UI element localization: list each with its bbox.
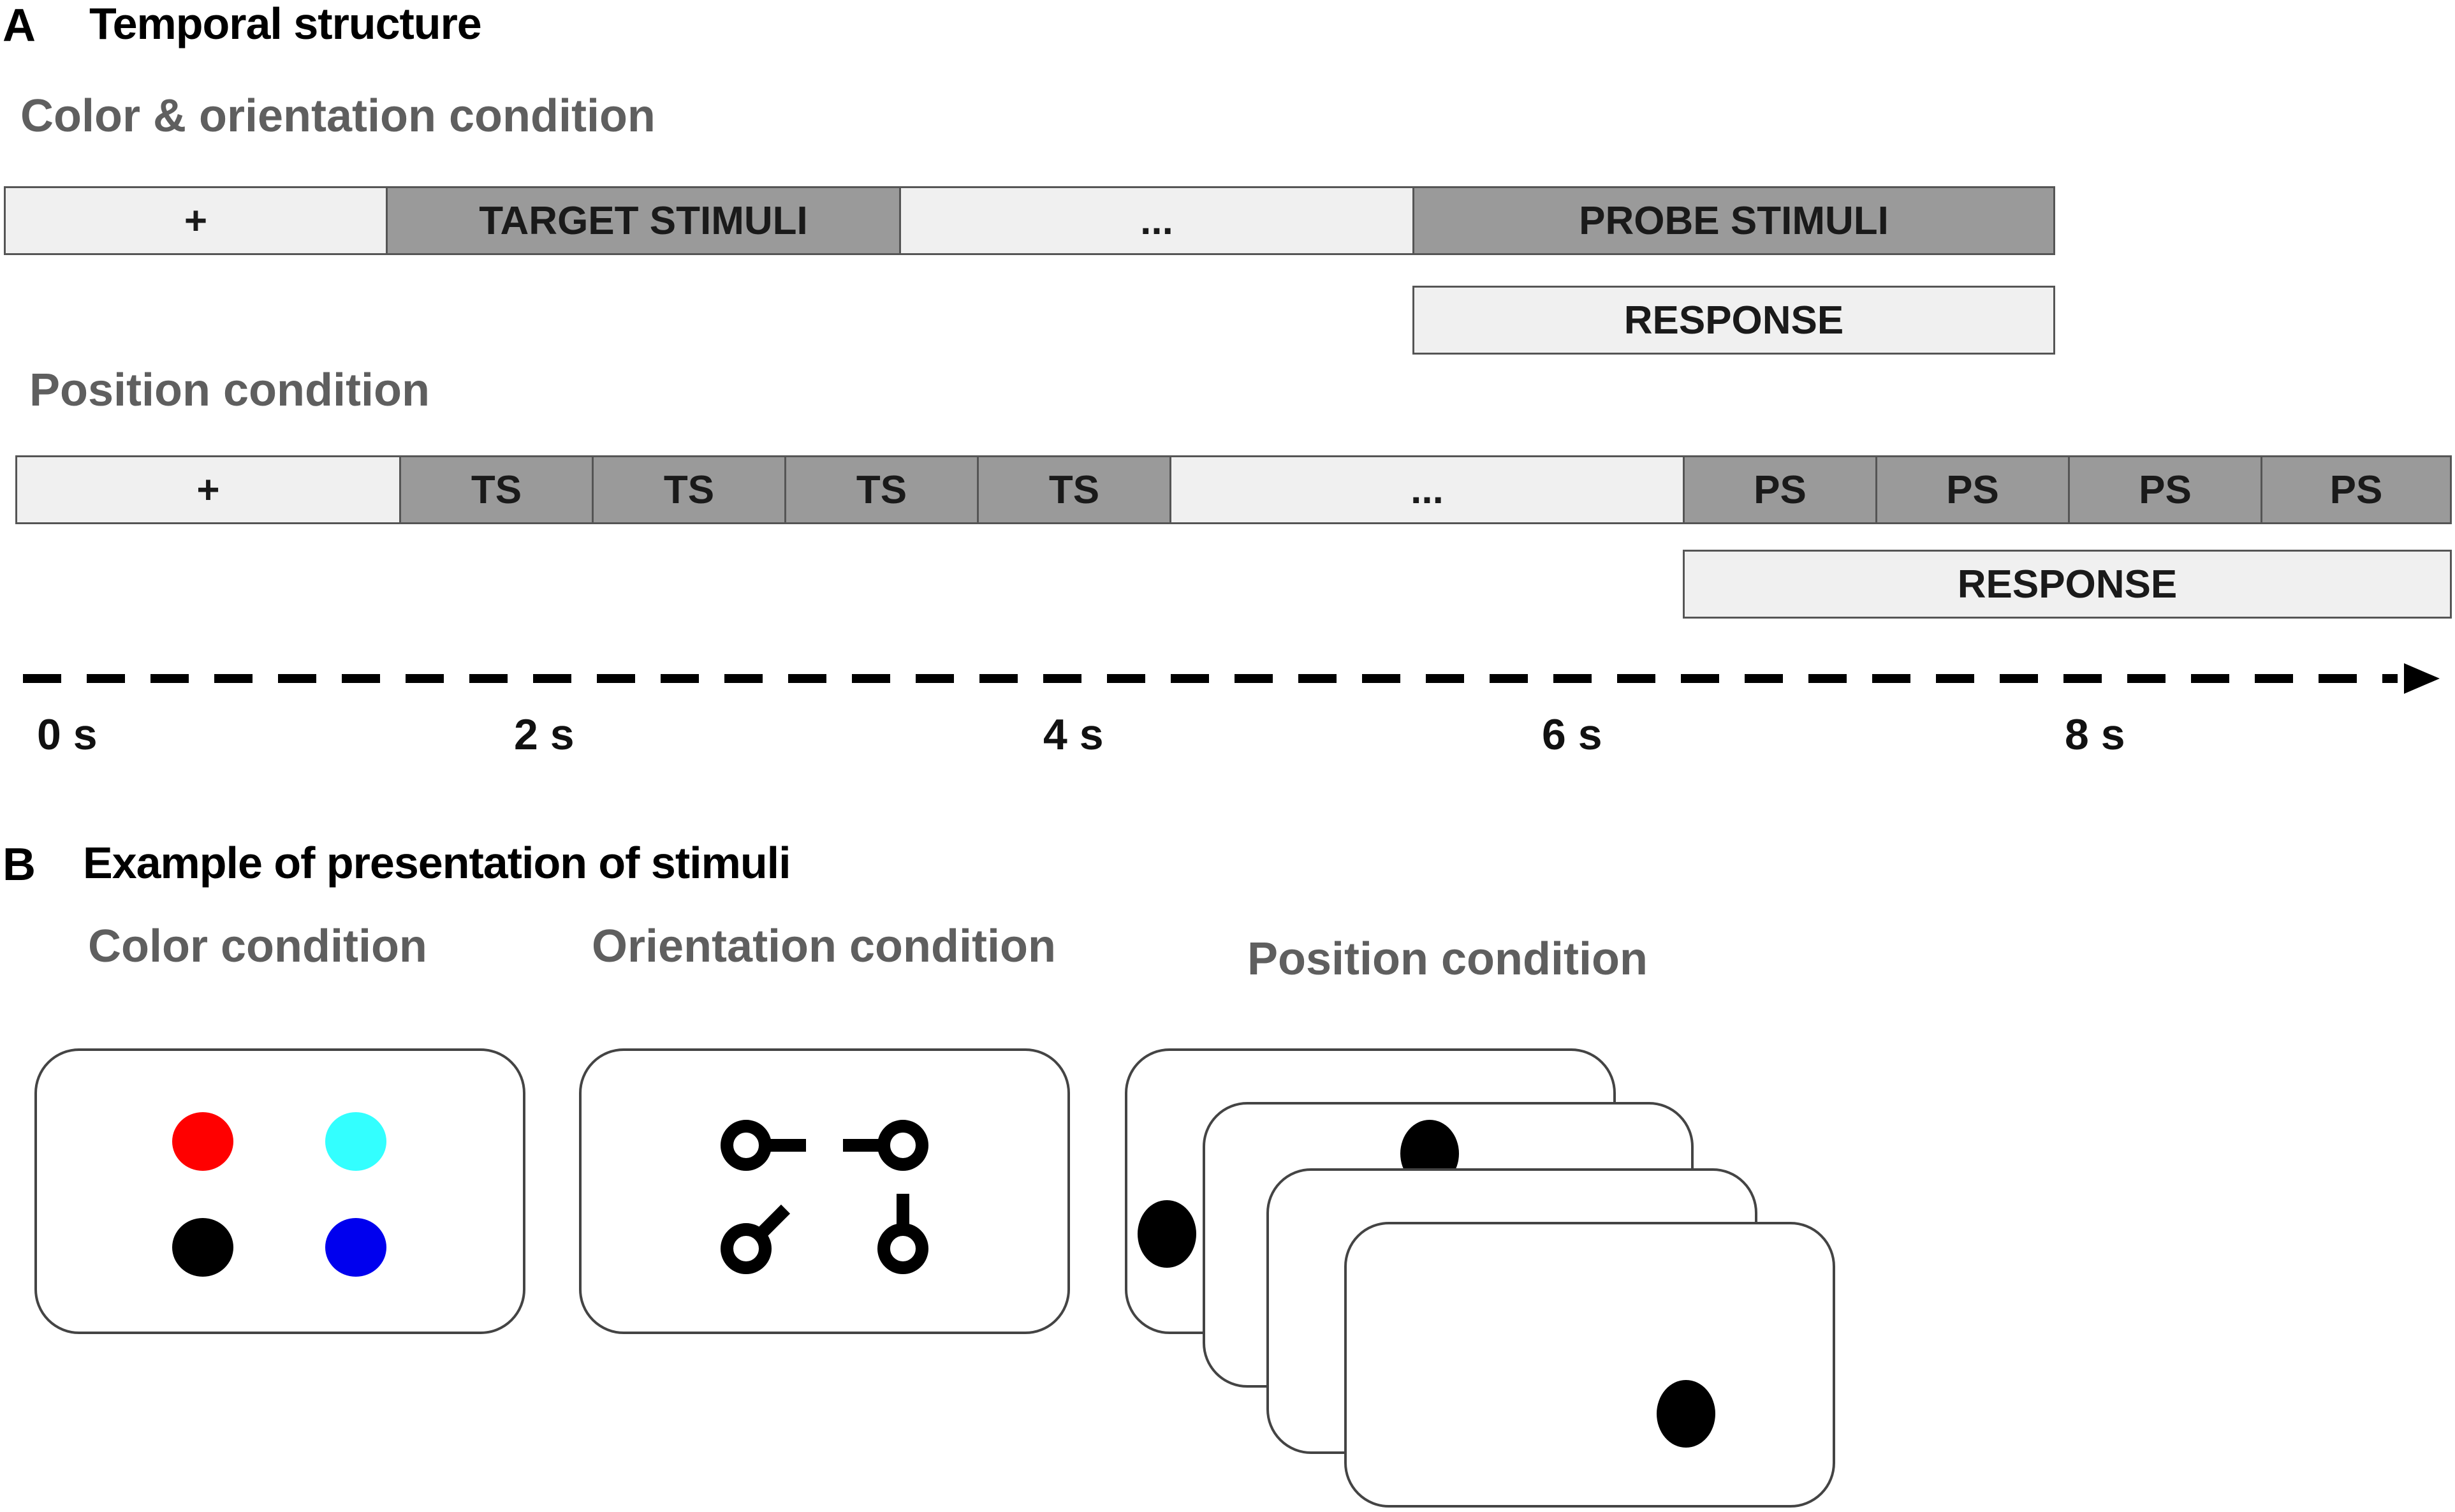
position-dot [1657, 1380, 1715, 1448]
tick-label: 8 s [2065, 710, 2125, 759]
position-condition-b-title: Position condition [1247, 934, 1648, 985]
position-dot [1138, 1200, 1196, 1268]
panel-b-title: Example of presentation of stimuli [83, 838, 791, 888]
panel-a-letter: A [3, 0, 36, 51]
color-orientation-title: Color & orientation condition [20, 91, 656, 142]
color-stimulus-screen [34, 1048, 525, 1334]
panel-b-letter: B [3, 839, 36, 890]
ps-segment: PS [2261, 455, 2452, 524]
position-response-segment: RESPONSE [1683, 550, 2452, 619]
tick-label: 4 s [1043, 710, 1104, 759]
probe-stimuli-segment: PROBE STIMULI [1412, 186, 2055, 255]
panel-a-title: Temporal structure [89, 0, 482, 48]
ts-segment: TS [592, 455, 786, 524]
black-dot [172, 1218, 233, 1277]
tick-label: 2 s [514, 710, 575, 759]
response-segment: RESPONSE [1412, 286, 2055, 355]
position-delay-segment: ... [1169, 455, 1685, 524]
ps-segment: PS [1683, 455, 1877, 524]
orientation-stimulus-screen [579, 1048, 1070, 1334]
position-condition-title: Position condition [29, 365, 430, 416]
ps-segment: PS [2068, 455, 2262, 524]
ts-segment: TS [977, 455, 1171, 524]
color-condition-title: Color condition [88, 921, 427, 972]
ps-segment: PS [1875, 455, 2070, 524]
blue-dot [325, 1218, 386, 1277]
target-stimuli-segment: TARGET STIMULI [386, 186, 901, 255]
position-fixation-segment: + [15, 455, 401, 524]
orientation-stimuli [721, 1120, 928, 1274]
cyan-dot [325, 1112, 386, 1171]
tick-label: 6 s [1542, 710, 1602, 759]
red-dot [172, 1112, 233, 1171]
ts-segment: TS [784, 455, 979, 524]
ts-segment: TS [399, 455, 594, 524]
delay-segment: ... [899, 186, 1414, 255]
tick-label: 0 s [37, 710, 98, 759]
position-screen-4 [1344, 1222, 1835, 1508]
orientation-condition-title: Orientation condition [592, 921, 1056, 972]
